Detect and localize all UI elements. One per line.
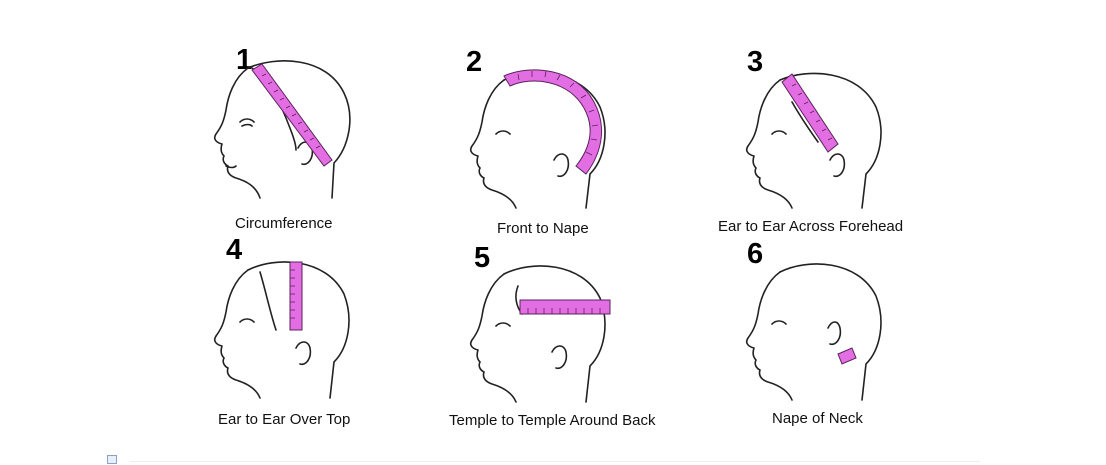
tape-ticks bbox=[261, 73, 321, 149]
measuring-tape bbox=[503, 69, 603, 175]
caption: Front to Nape bbox=[497, 220, 589, 237]
tape-ticks bbox=[290, 269, 295, 319]
head-nape-figure bbox=[745, 263, 882, 401]
caption: Temple to Temple Around Back bbox=[449, 412, 656, 429]
caption: Circumference bbox=[235, 215, 333, 232]
head-outline bbox=[213, 261, 350, 399]
step-number: 3 bbox=[747, 46, 764, 78]
tape-ticks bbox=[527, 308, 601, 314]
step-number: 4 bbox=[226, 234, 243, 266]
measuring-tape bbox=[837, 347, 857, 365]
head-outline bbox=[213, 60, 351, 199]
divider bbox=[130, 461, 980, 462]
head-outline bbox=[469, 265, 606, 403]
image-placeholder-icon bbox=[107, 455, 117, 464]
measuring-tape bbox=[251, 63, 333, 167]
measuring-tape bbox=[781, 73, 839, 153]
tape-ticks bbox=[517, 70, 599, 156]
step-number: 2 bbox=[466, 46, 483, 78]
step-number: 6 bbox=[747, 238, 764, 270]
measuring-tape bbox=[519, 299, 611, 315]
head-outline bbox=[745, 72, 882, 209]
measuring-tape bbox=[289, 261, 303, 331]
head-circumference-figure bbox=[213, 60, 351, 199]
head-over-top-figure bbox=[213, 261, 350, 399]
tape-ticks bbox=[791, 83, 833, 141]
head-outline bbox=[745, 263, 882, 401]
head-forehead-figure bbox=[745, 72, 882, 209]
caption: Ear to Ear Over Top bbox=[218, 411, 351, 428]
caption: Ear to Ear Across Forehead bbox=[718, 218, 904, 235]
head-around-back-figure bbox=[469, 265, 611, 403]
step-number: 5 bbox=[474, 242, 491, 274]
caption: Nape of Neck bbox=[772, 410, 863, 427]
head-front-to-nape-figure bbox=[469, 69, 606, 209]
